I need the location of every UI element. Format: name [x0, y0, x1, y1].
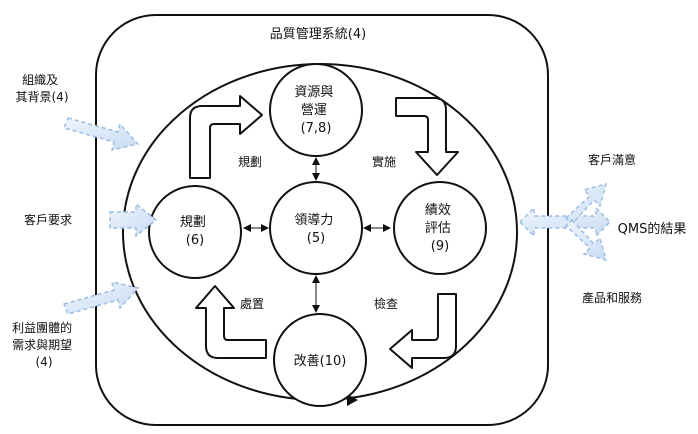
node-support-operation-label: 資源與 營運 (7,8) — [294, 85, 337, 136]
node-evaluation — [393, 181, 487, 275]
bent-arrow-plan — [189, 95, 263, 179]
node-evaluation-label: 績效 評估 (9) — [425, 203, 455, 254]
cycle-arrowhead — [347, 394, 358, 406]
node-improvement-label: 改善(10) — [294, 353, 347, 369]
bent-arrow-do — [395, 97, 459, 176]
input-label-customer-req: 客戶要求 — [24, 212, 72, 227]
diagram-title: 品質管理系統(4) — [270, 27, 366, 42]
input-arrow-customer-req — [109, 202, 158, 238]
bent-arrow-act — [195, 285, 267, 359]
output-label-satisfaction: 客戶滿意 — [588, 152, 636, 167]
input-arrow-org-context — [62, 117, 140, 152]
node-improvement — [273, 313, 367, 407]
output-arrow-main — [518, 206, 612, 238]
output-label-products: 產品和服務 — [582, 290, 642, 305]
node-leadership-label: 領導力 (5) — [294, 212, 337, 246]
output-arrow-satisfaction — [564, 182, 608, 226]
input-label-stakeholder: 利益團體的 需求與期望 (4) — [12, 320, 76, 369]
node-leadership — [269, 181, 363, 275]
input-arrow-stakeholder — [62, 280, 140, 315]
cycle-label-act: 處置 — [240, 297, 264, 311]
bent-arrow-check — [389, 293, 457, 369]
node-planning — [148, 185, 242, 279]
output-arrow-products — [564, 218, 608, 262]
cycle-label-do: 實施 — [372, 154, 396, 169]
output-label-qms-results: QMS的結果 — [618, 221, 687, 237]
node-support-operation — [269, 63, 363, 157]
cycle-label-plan: 規劃 — [238, 154, 262, 169]
node-planning-label: 規劃 (6) — [180, 215, 210, 248]
cycle-label-check: 檢查 — [374, 296, 398, 311]
input-label-org-context: 組織及 其背景(4) — [16, 73, 69, 104]
